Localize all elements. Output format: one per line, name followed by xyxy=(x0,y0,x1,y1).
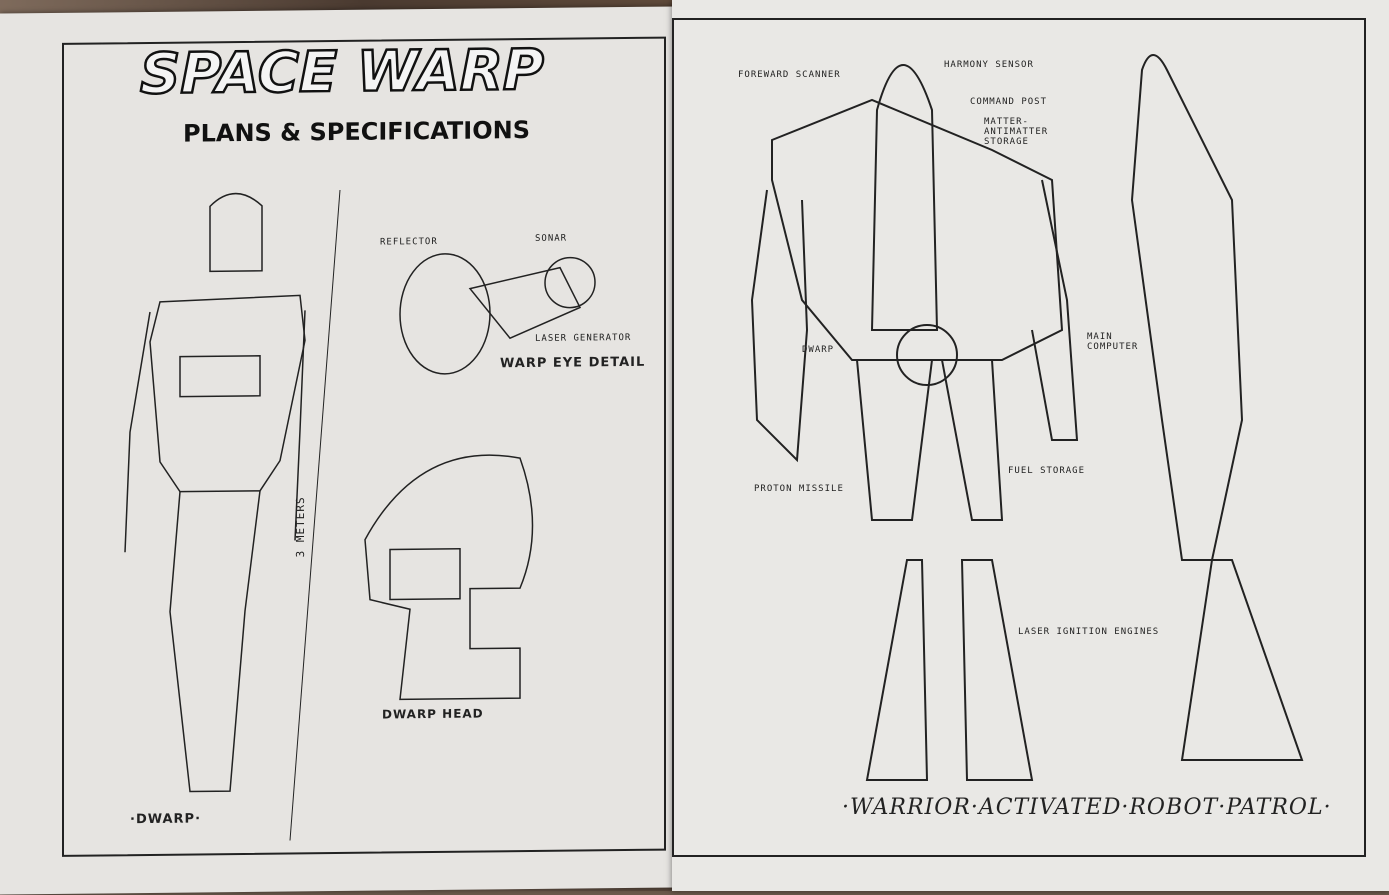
matter-antimatter-label: MATTER-ANTIMATTER STORAGE xyxy=(984,117,1049,147)
foreward-scanner-label: FOREWARD SCANNER xyxy=(738,70,841,80)
harmony-sensor-label: HARMONY SENSOR xyxy=(944,60,1034,70)
command-post-label: COMMAND POST xyxy=(970,97,1048,107)
dwarp-head-title: DWARP HEAD xyxy=(382,706,484,722)
warp-robot-cutaway-drawing xyxy=(750,54,1304,781)
page-frame xyxy=(672,18,1366,857)
right-page: FOREWARD SCANNER HARMONY SENSOR COMMAND … xyxy=(672,0,1389,891)
proton-missile-label: PROTON MISSILE xyxy=(754,484,844,494)
dwarp-caption: ·DWARP· xyxy=(130,811,202,828)
height-label: 3 METERS xyxy=(293,496,307,558)
dwarp-label: DWARP xyxy=(802,345,835,355)
fuel-storage-label: FUEL STORAGE xyxy=(1008,466,1086,476)
dwarp-blueprint-drawing xyxy=(124,189,596,841)
warp-caption: ·WARRIOR·ACTIVATED·ROBOT·PATROL· xyxy=(842,795,1332,820)
reflector-label: REFLECTOR xyxy=(380,236,438,248)
left-page: SPACE WARP PLANS & SPECIFICATIONS REFLEC… xyxy=(0,6,676,895)
sonar-label: SONAR xyxy=(535,233,568,244)
laser-generator-label: LASER GENERATOR xyxy=(535,332,632,344)
warp-eye-title: WARP EYE DETAIL xyxy=(500,354,646,372)
laser-ignition-label: LASER IGNITION ENGINES xyxy=(1018,627,1160,637)
main-computer-label: MAIN COMPUTER xyxy=(1087,332,1139,352)
